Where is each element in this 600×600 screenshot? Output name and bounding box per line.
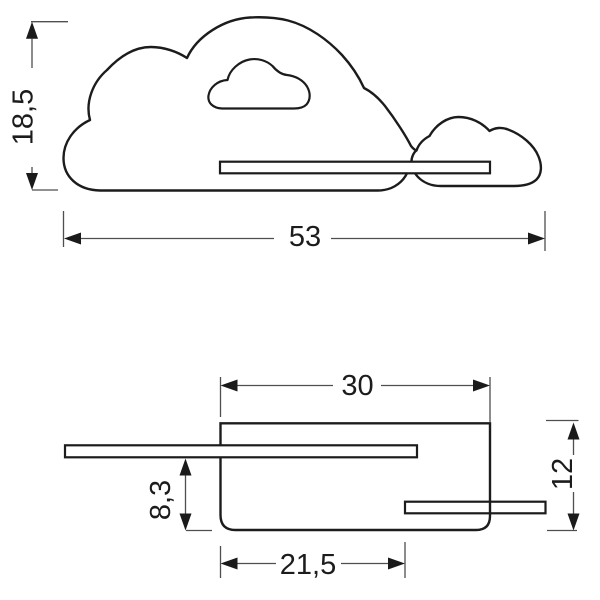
side-lower-bar	[403, 500, 547, 515]
arrowhead-right	[528, 232, 545, 245]
front-small-cloud-outline	[410, 115, 543, 188]
side-view: 30 12 8,3 21,5	[63, 370, 580, 581]
side-shelf-height-label: 8,3	[145, 480, 177, 520]
arrowhead-right	[388, 557, 405, 570]
side-shelf-depth-dimension	[219, 542, 406, 578]
arrowhead-left	[220, 379, 238, 392]
arrowhead-up	[26, 21, 38, 39]
front-height-dimension	[26, 21, 68, 191]
arrowhead-right	[473, 379, 490, 392]
arrowhead-up	[179, 458, 192, 476]
arrowhead-down	[26, 173, 38, 190]
arrowhead-down	[179, 513, 192, 531]
arrowhead-left	[220, 557, 238, 570]
arrowhead-down	[567, 513, 580, 531]
side-shelf-height-dimension	[179, 458, 212, 532]
front-inner-cloud-cutout	[207, 58, 311, 110]
front-shelf-bar	[218, 160, 492, 175]
side-height-label: 12	[547, 458, 579, 490]
side-shelf-bar	[63, 444, 419, 459]
side-width-dimension	[219, 377, 491, 422]
front-view: 18,5 53	[8, 16, 546, 253]
arrowhead-left	[64, 232, 81, 245]
front-width-label: 53	[289, 221, 321, 253]
side-width-label: 30	[341, 370, 373, 402]
arrowhead-up	[567, 422, 580, 440]
side-height-dimension	[546, 419, 580, 532]
front-width-dimension	[62, 211, 546, 251]
front-height-label: 18,5	[8, 89, 40, 145]
side-shelf-depth-label: 21,5	[280, 549, 336, 581]
